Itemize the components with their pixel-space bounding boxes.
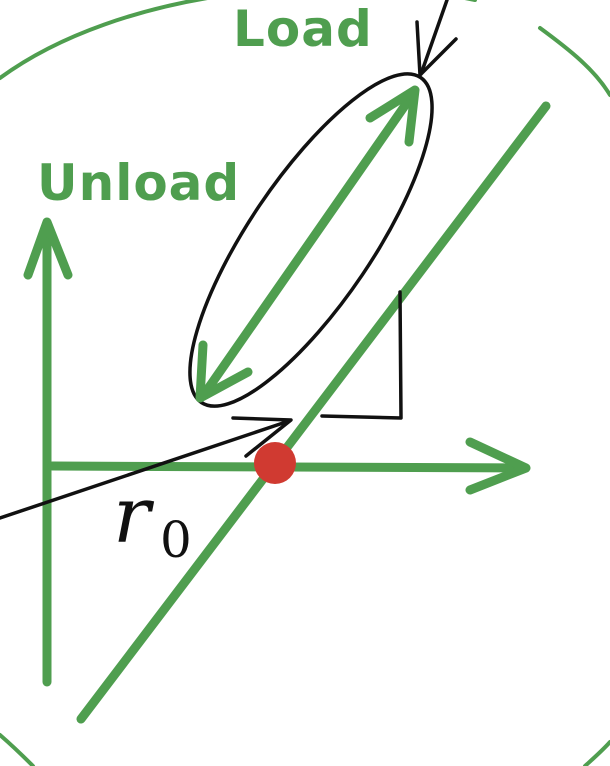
load-unload-ellipse: [188, 72, 434, 408]
r0-label: r 0: [113, 471, 192, 569]
r0-arrow: [0, 416, 293, 520]
load-label: Load: [233, 0, 373, 58]
r-symbol: r: [113, 471, 155, 561]
r-subscript: 0: [160, 511, 192, 569]
double-headed-arrow: [195, 85, 420, 403]
stiffness-line: [76, 101, 551, 724]
vertical-axis: [23, 217, 73, 687]
load-pointer-arrow: [415, 0, 458, 77]
right-angle-marker: [320, 290, 403, 420]
unload-label: Unload: [37, 154, 240, 212]
equilibrium-point: [254, 442, 296, 484]
